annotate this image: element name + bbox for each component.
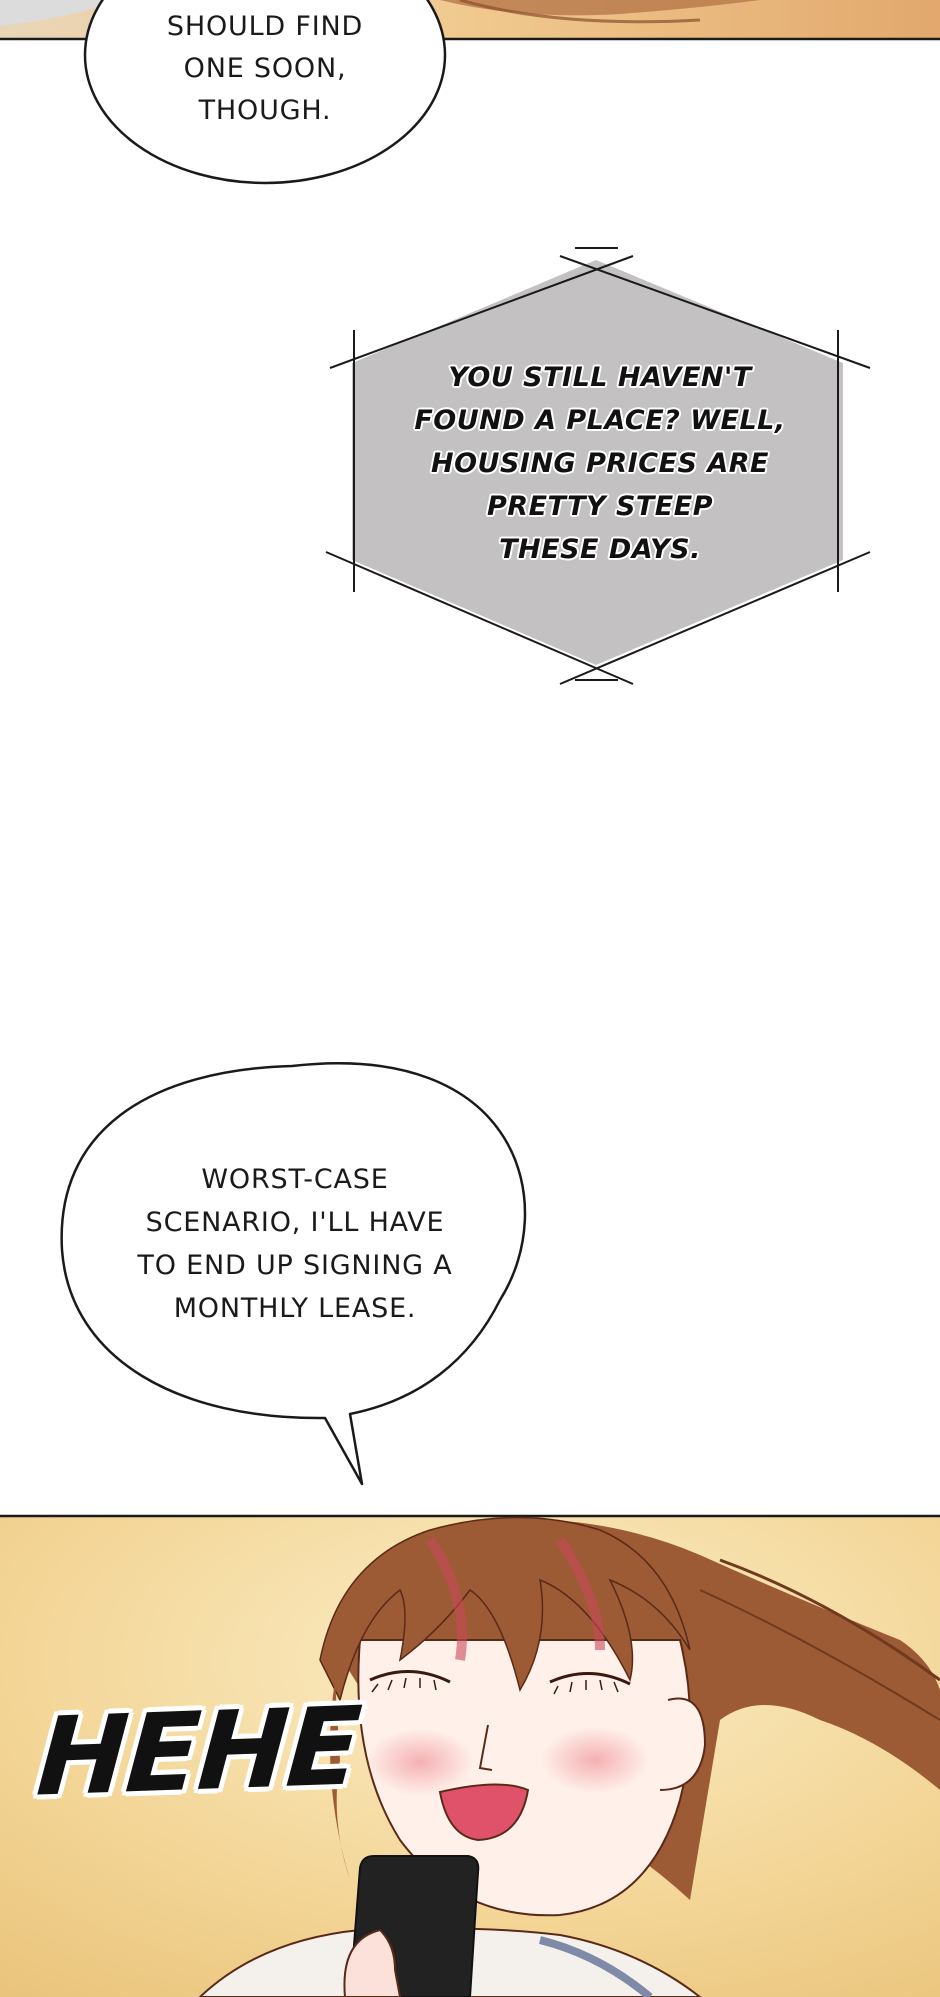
speech-bubble-1-text: SHOULD FIND ONE SOON, THOUGH.: [166, 11, 364, 126]
mouth: [438, 1783, 530, 1842]
left-blush: [365, 1728, 475, 1796]
phone-bubble: [325, 247, 871, 685]
speech-bubble-2: [60, 1062, 527, 1486]
hand: [343, 1928, 402, 1997]
right-blush: [540, 1726, 650, 1794]
bangs: [319, 1516, 691, 1703]
bottom-panel: [0, 1514, 940, 1997]
phone-bubble-text: YOU STILL HAVEN'T FOUND A PLACE? WELL, H…: [414, 362, 786, 565]
speech-bubble-1: [83, 0, 447, 185]
left-eye: [369, 1670, 451, 1684]
laugh-sound-effect: HEHE: [33, 1684, 364, 1821]
right-eye: [549, 1672, 631, 1686]
speech-bubble-2-text: WORST-CASE SCENARIO, I'LL HAVE TO END UP…: [137, 1164, 453, 1324]
